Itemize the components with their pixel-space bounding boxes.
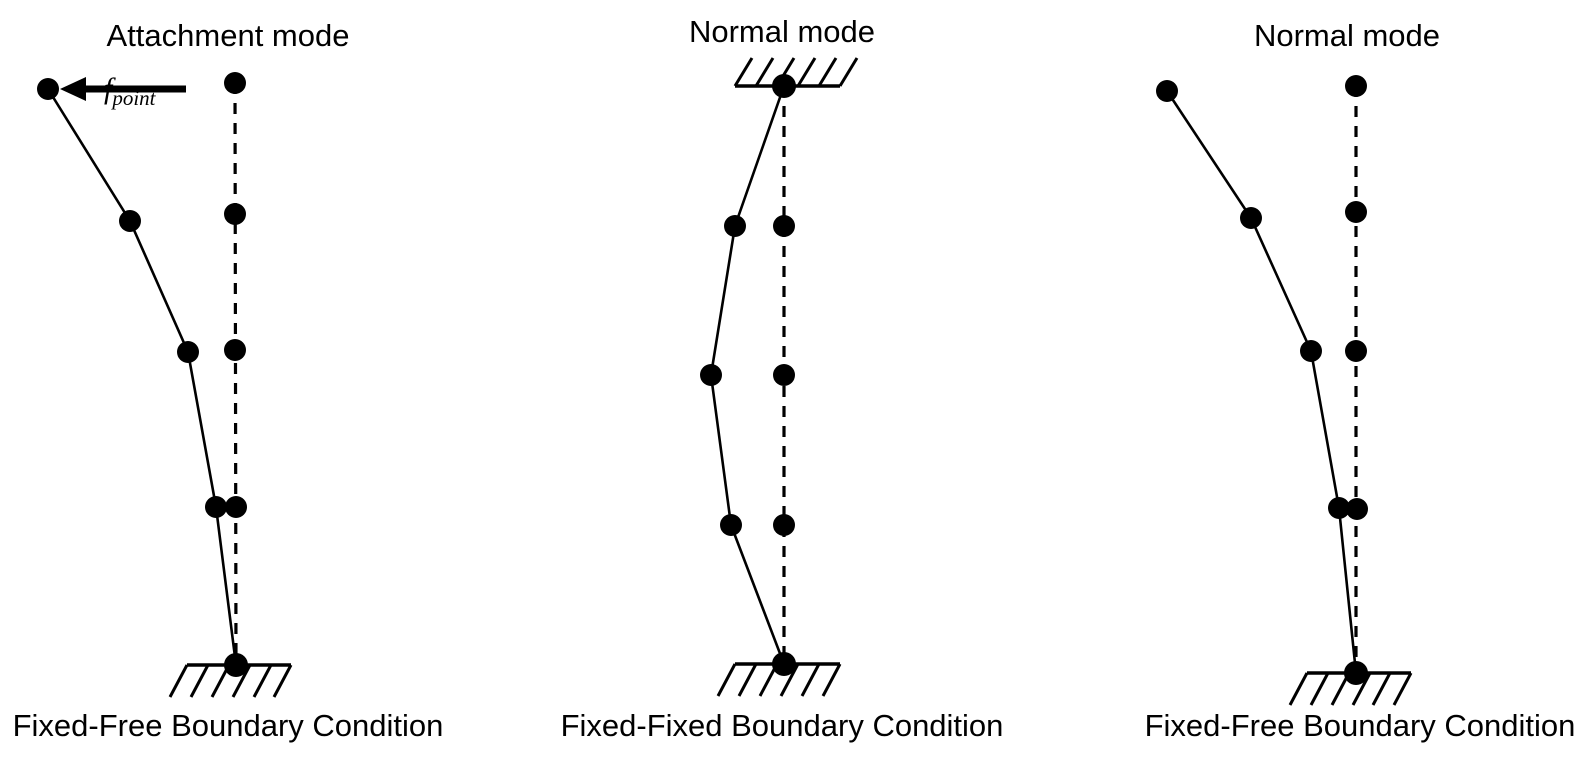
node-marker (724, 215, 746, 237)
node-marker (224, 653, 248, 677)
node-marker (1156, 80, 1178, 102)
node-marker (1328, 497, 1350, 519)
panel-1-reference-nodes (224, 72, 248, 677)
node-marker (772, 652, 796, 676)
node-marker (37, 78, 59, 100)
node-marker (1344, 661, 1368, 685)
panel-1-deformed-beam (46, 88, 238, 666)
panel-2-ground-hatch (716, 663, 842, 697)
node-marker (1240, 207, 1262, 229)
panel-3-deformed-nodes (1156, 80, 1350, 519)
panel-2-deformed-nodes (700, 74, 796, 676)
panel-2-title: Normal mode (688, 14, 876, 49)
panel-3-caption: Fixed-Free Boundary Condition (1144, 708, 1576, 743)
panel-1-force-arrow (60, 77, 186, 101)
node-marker (225, 496, 247, 518)
node-marker (205, 496, 227, 518)
node-marker (1346, 498, 1368, 520)
panel-3-deformed-beam (1165, 90, 1358, 674)
node-marker (1345, 201, 1367, 223)
node-marker (1300, 340, 1322, 362)
panel-1-caption: Fixed-Free Boundary Condition (12, 708, 444, 743)
panel-2-reference-nodes (773, 215, 795, 536)
node-marker (224, 72, 246, 94)
panel-1-deformed-nodes (37, 78, 227, 518)
node-marker (773, 215, 795, 237)
node-marker (224, 203, 246, 225)
panel-2-caption: Fixed-Fixed Boundary Condition (560, 708, 1004, 743)
node-marker (177, 341, 199, 363)
panel-3-reference-nodes (1344, 75, 1368, 685)
panel-1-reference-axis (233, 82, 238, 666)
node-marker (773, 514, 795, 536)
node-marker (773, 364, 795, 386)
node-marker (720, 514, 742, 536)
panel-1-title: Attachment mode (106, 18, 350, 53)
node-marker (700, 364, 722, 386)
node-marker (1345, 340, 1367, 362)
node-marker (224, 339, 246, 361)
panel-3-title: Normal mode (1253, 18, 1441, 53)
node-marker (119, 210, 141, 232)
node-marker (772, 74, 796, 98)
node-marker (1345, 75, 1367, 97)
panel-2-ground-top-hatch (733, 57, 859, 87)
